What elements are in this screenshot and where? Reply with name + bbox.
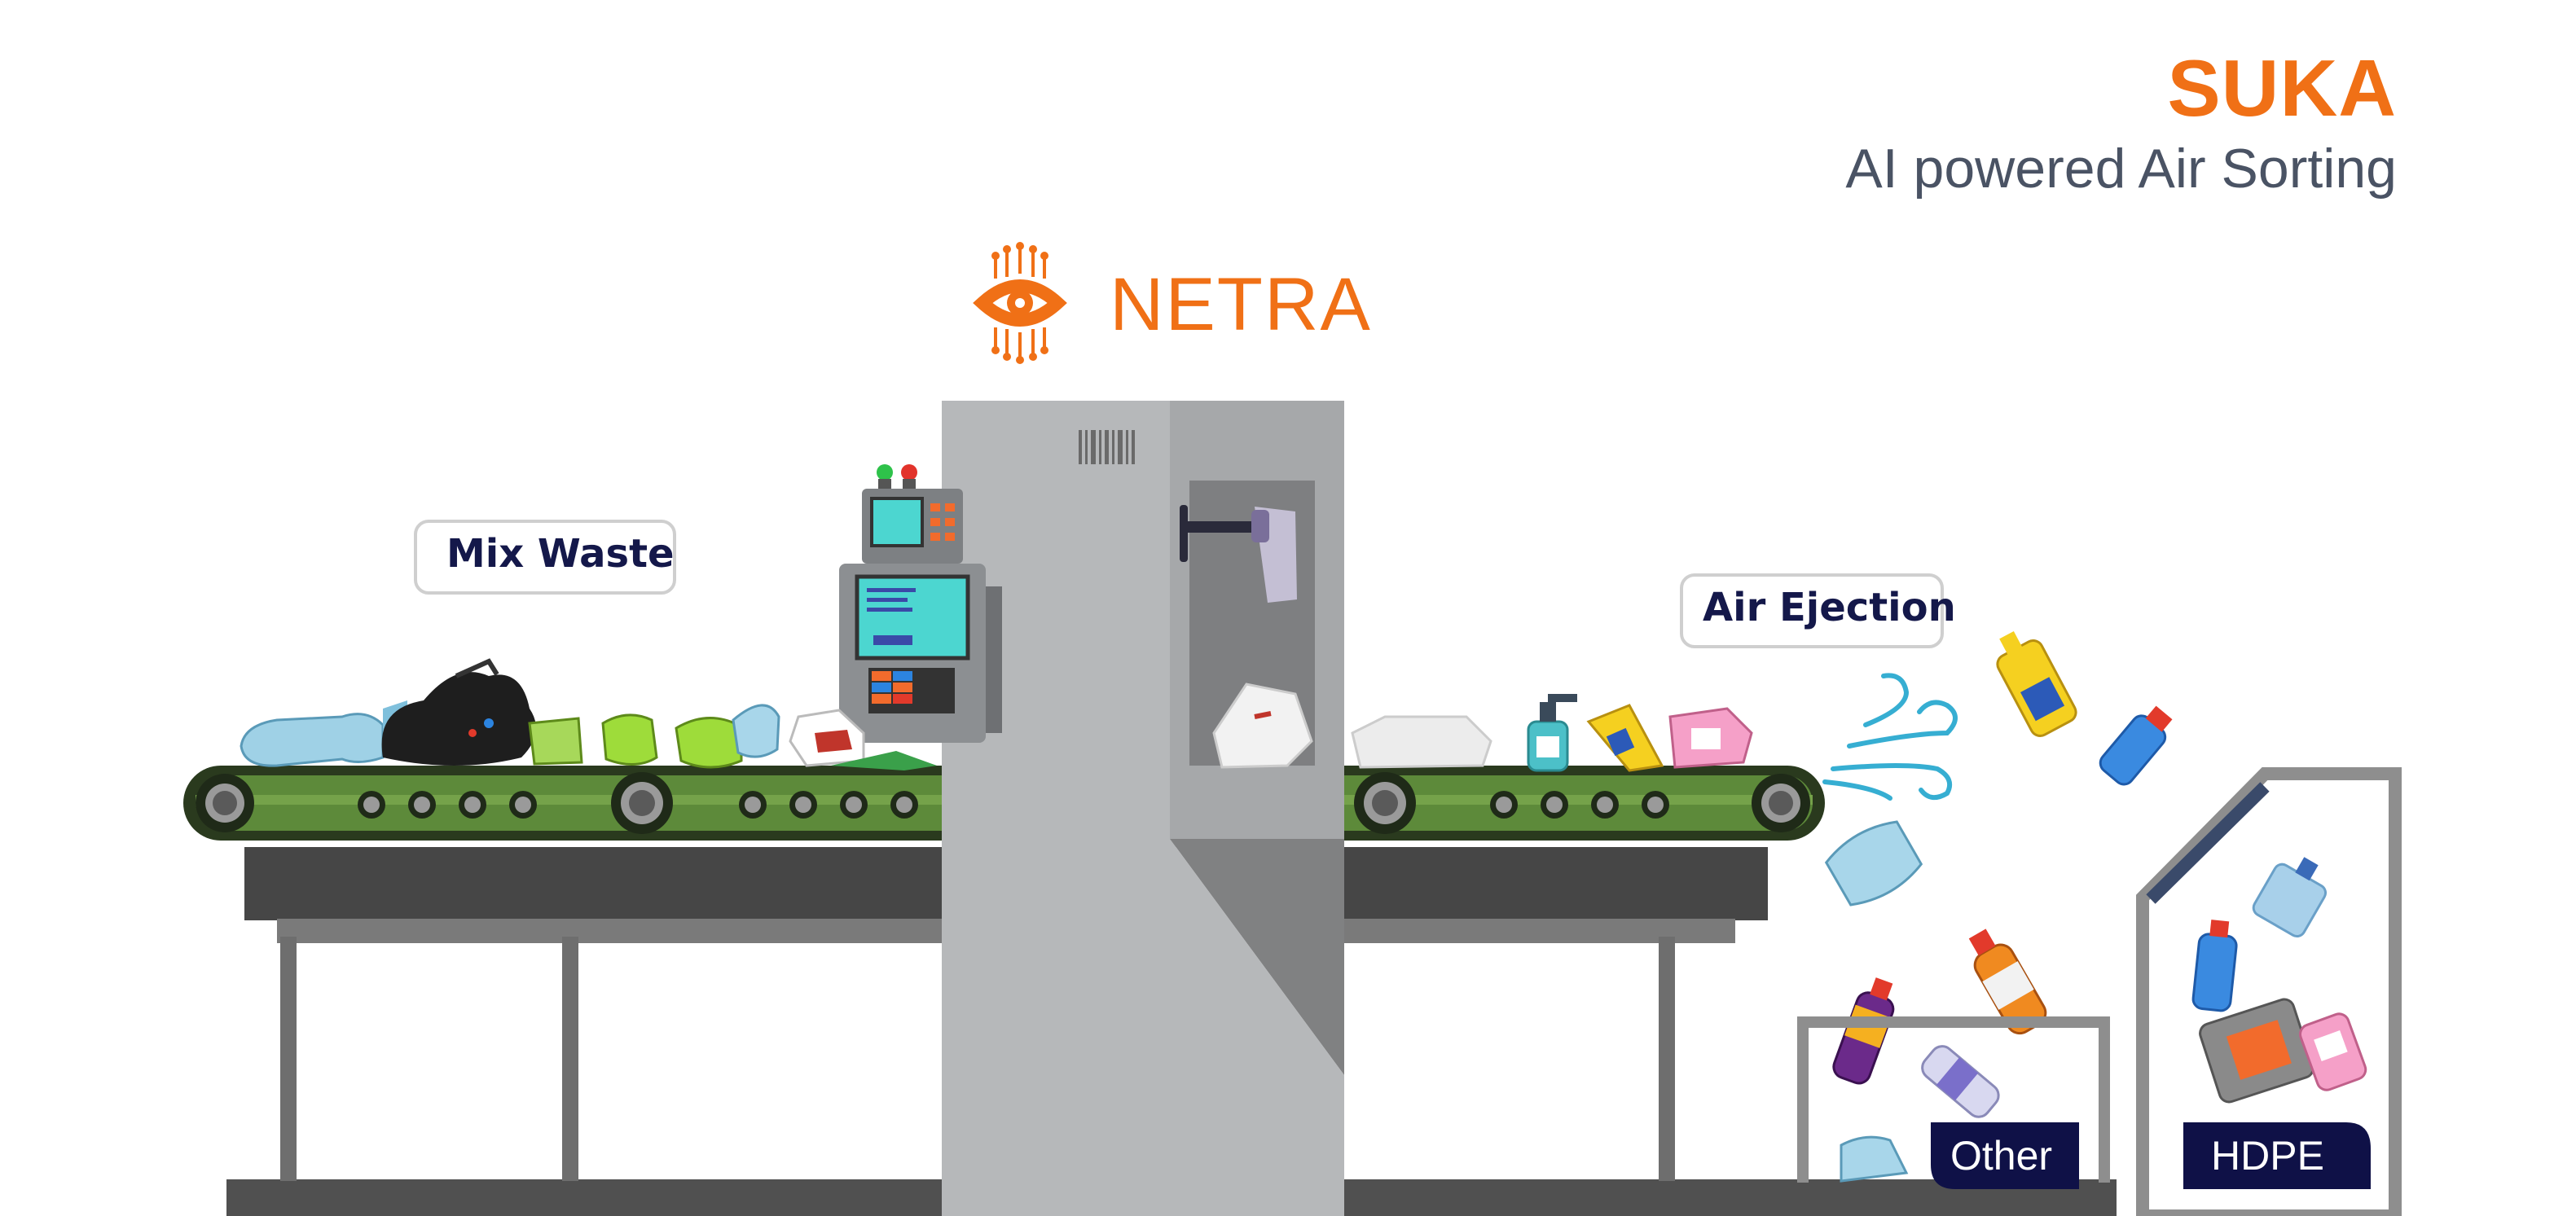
air-nozzle-icon [1180, 505, 1297, 603]
bin-hdpe-label: HDPE [2211, 1133, 2324, 1179]
ejected-items [1824, 631, 2173, 1118]
mix-waste-callout-box [414, 520, 676, 595]
bin-hdpe [2136, 767, 2402, 1216]
mix-waste-label: Mix Waste [446, 531, 675, 577]
brand-title: SUKA [2167, 43, 2397, 133]
bin-other [1797, 1016, 2110, 1189]
mixed-waste-items [240, 658, 937, 770]
eye-circuit-icon [973, 242, 1067, 364]
left-conveyor-stand [244, 847, 961, 1181]
barcode [1079, 430, 1135, 464]
conveyor-belt-left [183, 766, 1006, 841]
right-conveyor-stand [1336, 847, 1768, 1181]
sorted-items-on-belt [1212, 683, 1753, 772]
brand-tagline: AI powered Air Sorting [1845, 138, 2397, 200]
air-ejection-label: Air Ejection [1703, 585, 1956, 630]
machine-name: NETRA [1110, 263, 1372, 346]
control-panel [839, 464, 1002, 743]
netra-sorting-tower [942, 401, 1344, 1216]
air-ejection-callout-box [1680, 573, 1944, 648]
air-wind-icon [1822, 673, 1958, 801]
bin-other-label: Other [1950, 1133, 2053, 1179]
